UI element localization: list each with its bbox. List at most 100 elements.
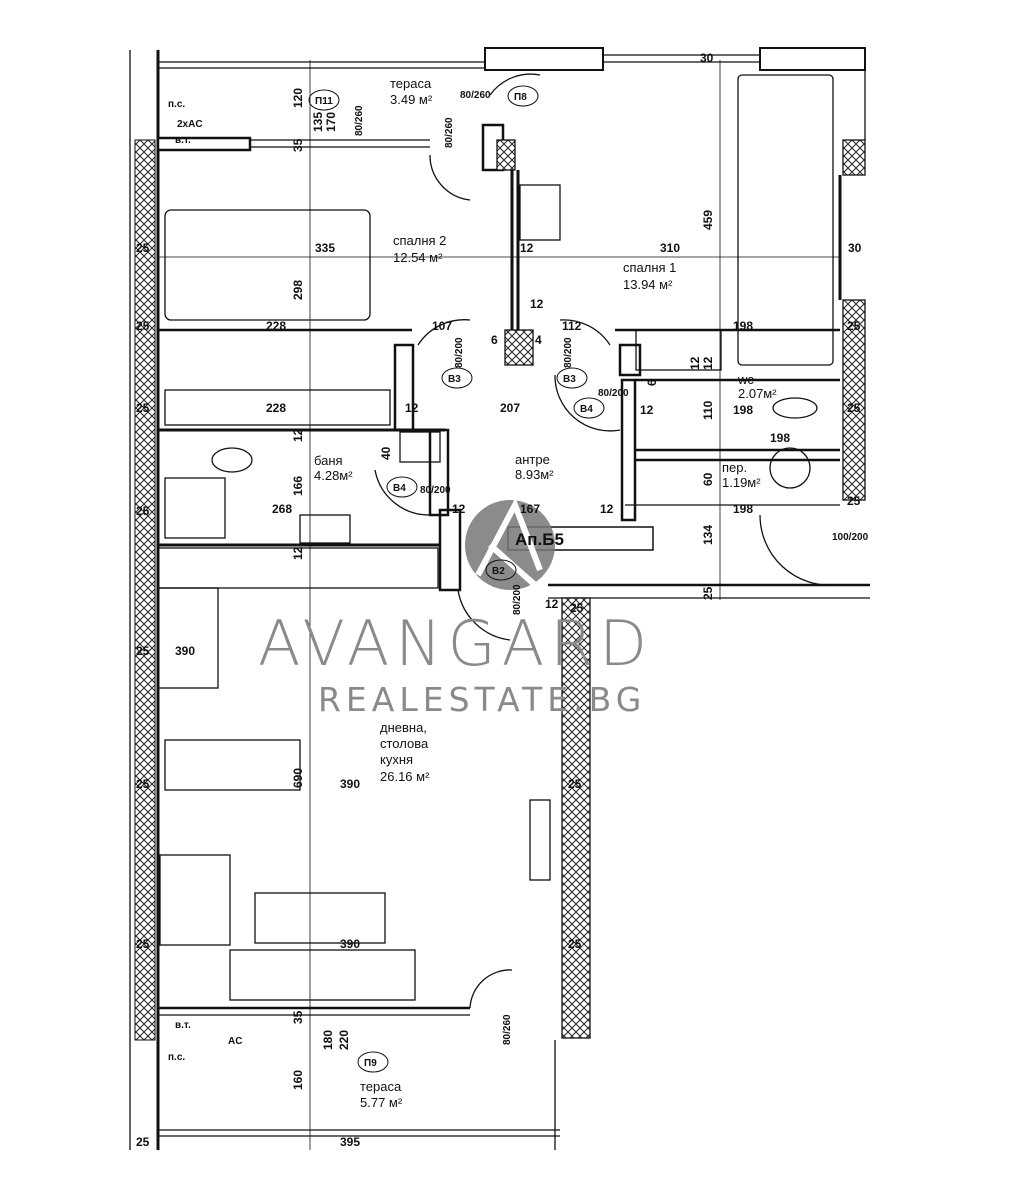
- door-tag: П11: [315, 96, 333, 107]
- dimension-label: 12: [545, 597, 559, 611]
- door-tag-circle: [485, 559, 517, 581]
- watermark-logo-icon: [465, 500, 555, 590]
- door-size: 80/260: [354, 105, 365, 136]
- door-size: 80/200: [563, 337, 574, 368]
- dimension-label: 120: [291, 88, 305, 108]
- door-tag: В3: [448, 374, 461, 385]
- dimension-label: 25: [847, 319, 861, 333]
- dimension-label: 198: [733, 403, 753, 417]
- room-label-bath-name: баня: [314, 453, 343, 468]
- dimension-label: 12: [530, 297, 544, 311]
- dimension-label: 25: [136, 1135, 150, 1149]
- door-tag-circle: [556, 367, 588, 389]
- watermark: AVANGARD REALESTATE.BG: [258, 497, 647, 719]
- equipment-label-top-ac: 2xAC: [177, 119, 203, 130]
- door-tag: П8: [514, 92, 527, 103]
- dimension-label: 395: [340, 1135, 360, 1149]
- door-tag-circle: [386, 476, 418, 498]
- dimension-label: 298: [291, 280, 305, 300]
- dimension-label: 135: [311, 112, 325, 132]
- room-label-wc-area: 2.07м²: [738, 386, 777, 401]
- walls: [129, 47, 870, 1150]
- dimension-label: 198: [770, 431, 790, 445]
- equipment-label-bottom-vt: в.т.: [175, 1020, 191, 1031]
- dimension-label: 112: [562, 319, 582, 333]
- door-tag: В4: [393, 483, 406, 494]
- room-label-bath-area: 4.28м²: [314, 468, 353, 483]
- dimension-label: 12: [520, 241, 534, 255]
- door-tag: П9: [364, 1058, 377, 1069]
- door-tag: В3: [563, 374, 576, 385]
- dimension-label: 690: [291, 768, 305, 788]
- door-size: 80/200: [512, 584, 523, 615]
- dimension-label: 6: [645, 379, 659, 386]
- dimension-label: 60: [701, 472, 715, 486]
- door-tag-circle: [573, 397, 605, 419]
- dimension-label: 12: [640, 403, 654, 417]
- dimension-label: 25: [568, 937, 582, 951]
- room-label-bedroom1-area: 13.94 м²: [623, 277, 673, 292]
- door-tag-circle: [308, 89, 340, 111]
- dimension-label: 12: [452, 502, 466, 516]
- door-size: 80/200: [420, 485, 451, 496]
- watermark-line2: REALESTATE.BG: [318, 680, 646, 719]
- dimension-label: 35: [291, 138, 305, 152]
- dimension-label: 12: [701, 356, 715, 370]
- dimension-label: 160: [291, 1070, 305, 1090]
- room-label-hall-name: антре: [515, 452, 550, 467]
- door-size: 80/260: [502, 1014, 513, 1045]
- dimension-label: 40: [379, 446, 393, 460]
- dimension-label: 180: [321, 1030, 335, 1050]
- dimension-label: 166: [291, 476, 305, 496]
- dimension-label: 30: [700, 51, 714, 65]
- door-size: 80/200: [598, 388, 629, 399]
- dimension-label: 12: [405, 401, 419, 415]
- door-size: 80/200: [454, 337, 465, 368]
- dimension-label: 25: [570, 601, 584, 615]
- equipment-label-bottom-ps: п.с.: [168, 1052, 185, 1063]
- door-size: 80/260: [460, 90, 491, 101]
- dimension-label: 167: [520, 502, 540, 516]
- room-label-living-name-2: столова: [380, 736, 429, 751]
- dimension-label: 30: [848, 241, 862, 255]
- dimension-label: 25: [136, 241, 150, 255]
- dimension-label: 25: [136, 777, 150, 791]
- room-label-living-name-3: кухня: [380, 752, 413, 767]
- door-tag: В4: [580, 404, 593, 415]
- room-label-terrace-bottom-name: тераса: [360, 1079, 402, 1094]
- room-label-terrace-bottom-area: 5.77 м²: [360, 1095, 403, 1110]
- dimension-label: 110: [701, 400, 715, 420]
- dimension-label: 390: [175, 644, 195, 658]
- room-label-hall-area: 8.93м²: [515, 467, 554, 482]
- dimension-label: 170: [324, 112, 338, 132]
- door-tag-circle: [441, 367, 473, 389]
- room-label-terrace-top-area: 3.49 м²: [390, 92, 433, 107]
- equipment-label-bottom-ac: AC: [228, 1036, 242, 1047]
- dimension-label: 12: [600, 502, 614, 516]
- dimension-label: 310: [660, 241, 680, 255]
- dimension-label: 25: [136, 504, 150, 518]
- dimension-label: 25: [568, 777, 582, 791]
- dimension-label: 12: [291, 546, 305, 560]
- equipment-label-top-ps: п.с.: [168, 99, 185, 110]
- dimension-label: 25: [847, 494, 861, 508]
- door-tag-circle: [507, 85, 539, 107]
- dimension-label: 198: [733, 319, 753, 333]
- apartment-label: Ап.Б5: [515, 530, 564, 549]
- equipment-label-top-vt: в.т.: [175, 135, 191, 146]
- room-label-bedroom1-name: спалня 1: [623, 260, 676, 275]
- dimension-label: 35: [291, 1010, 305, 1024]
- room-label-laundry-name: пер.: [722, 460, 747, 475]
- dimension-label: 4: [535, 333, 542, 347]
- dimension-label: 25: [136, 401, 150, 415]
- dimension-label: 459: [701, 210, 715, 230]
- dimension-label: 25: [136, 644, 150, 658]
- dimension-label: 228: [266, 319, 286, 333]
- dimension-label: 107: [432, 319, 452, 333]
- room-label-laundry-area: 1.19м²: [722, 475, 761, 490]
- dimension-label: 25: [136, 319, 150, 333]
- dimension-label: 134: [701, 525, 715, 545]
- dimension-label: 25: [136, 937, 150, 951]
